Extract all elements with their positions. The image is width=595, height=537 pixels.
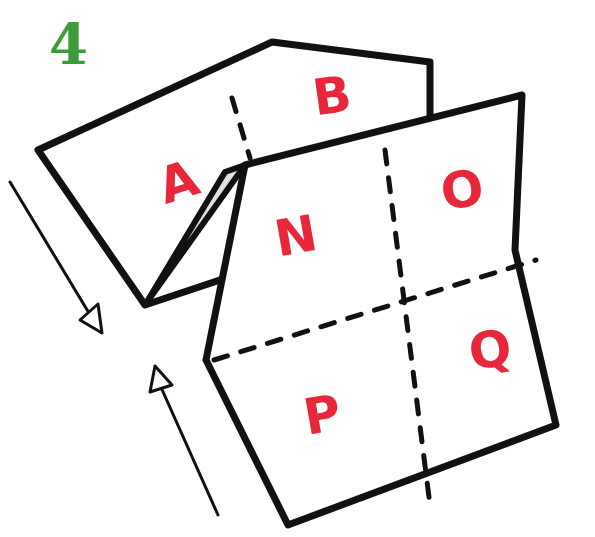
- panel-letter: Q: [465, 322, 516, 379]
- panel-letter: N: [271, 208, 321, 265]
- panel-letter: O: [437, 162, 488, 219]
- motion-arrow: [160, 385, 218, 515]
- arrow-head: [150, 366, 172, 392]
- front-panel: [206, 95, 556, 525]
- fold-line: [232, 98, 250, 158]
- panel-letter: B: [310, 69, 355, 124]
- fold-line: [385, 150, 430, 505]
- arrow-head: [80, 304, 102, 333]
- motion-arrow: [10, 182, 92, 318]
- step-number: 4: [49, 16, 88, 72]
